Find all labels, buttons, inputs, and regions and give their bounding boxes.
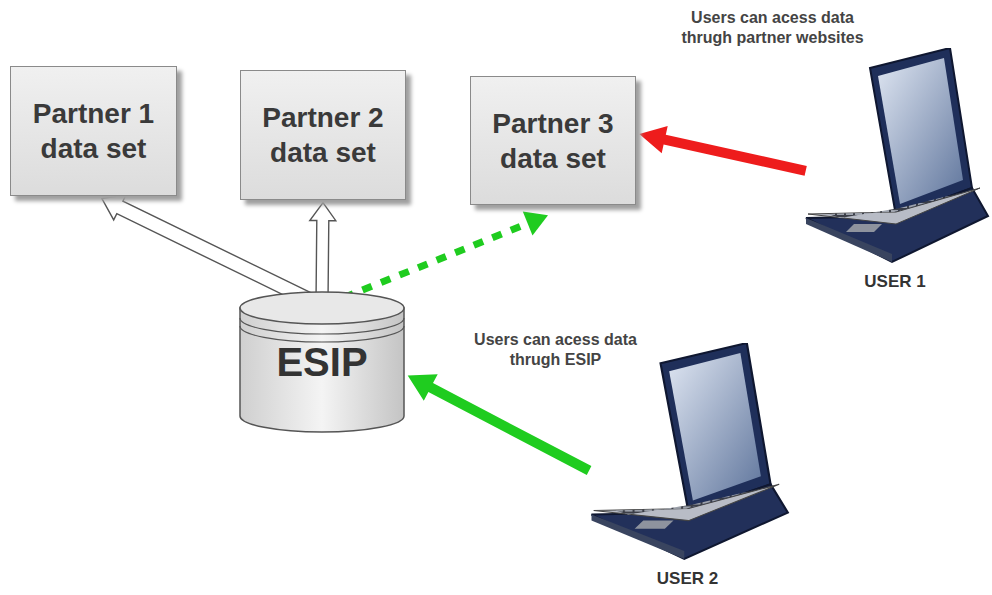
box-label: Partner 1 data set <box>17 96 170 166</box>
box-label: Partner 3 data set <box>477 106 629 176</box>
note-text: Users can acess data thrugh ESIP <box>448 330 663 369</box>
connector-arrow <box>102 195 320 310</box>
user-label: USER 2 <box>585 569 790 589</box>
data-set-box: Partner 1 data set <box>10 66 177 196</box>
database-label: ESIP <box>238 340 406 385</box>
connector-arrow <box>408 374 592 475</box>
connector-arrow <box>639 126 807 176</box>
user-laptop: USER 1 <box>800 48 990 304</box>
connector-arrow <box>310 203 336 303</box>
box-label: Partner 2 data set <box>247 100 399 170</box>
user-laptop: USER 2 <box>585 343 790 593</box>
database-node: ESIP <box>238 290 406 440</box>
user-label: USER 1 <box>800 272 990 292</box>
connector-arrow <box>325 212 548 306</box>
laptop-icon <box>585 343 790 563</box>
data-set-box: Partner 2 data set <box>240 70 406 200</box>
data-set-box: Partner 3 data set <box>470 76 636 205</box>
note-text: Users can acess data thrugh partner webs… <box>665 8 880 47</box>
laptop-icon <box>800 48 990 266</box>
